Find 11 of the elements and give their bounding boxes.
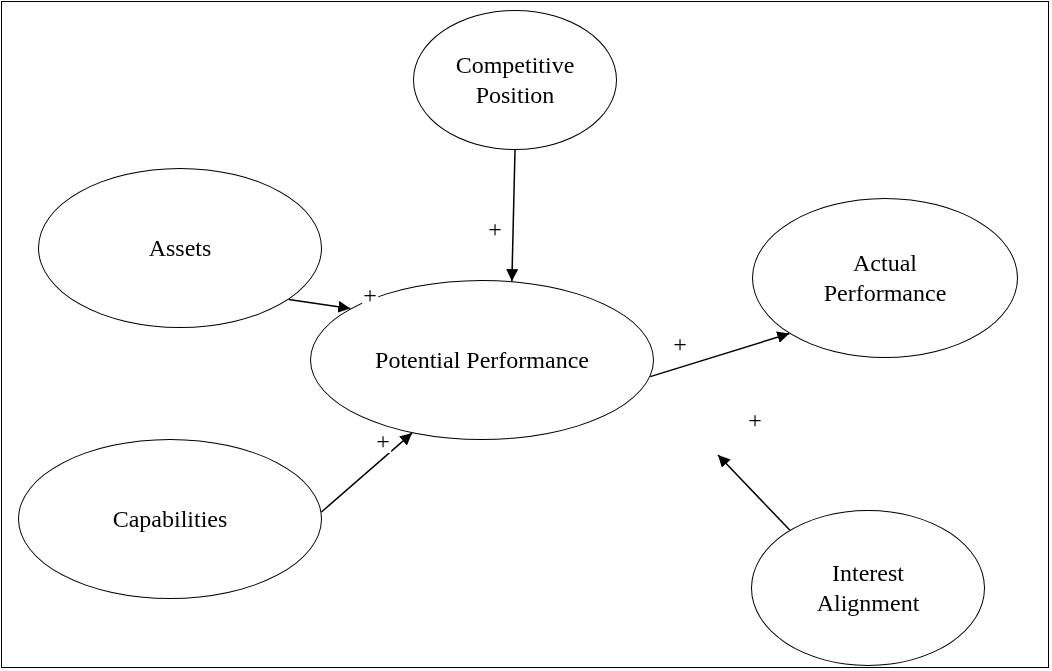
node-label: Assets bbox=[148, 234, 212, 263]
node-label: Capabilities bbox=[112, 505, 228, 534]
arrow bbox=[506, 149, 519, 282]
node-label: Competitive Position bbox=[454, 51, 576, 110]
arrow bbox=[717, 454, 791, 531]
arrow bbox=[288, 298, 351, 313]
node-label: Potential Performance bbox=[375, 346, 589, 375]
node-label: Interest Alignment bbox=[815, 559, 921, 618]
arrow bbox=[320, 432, 413, 513]
node-label: Actual Performance bbox=[822, 249, 948, 308]
arrow bbox=[649, 331, 791, 378]
